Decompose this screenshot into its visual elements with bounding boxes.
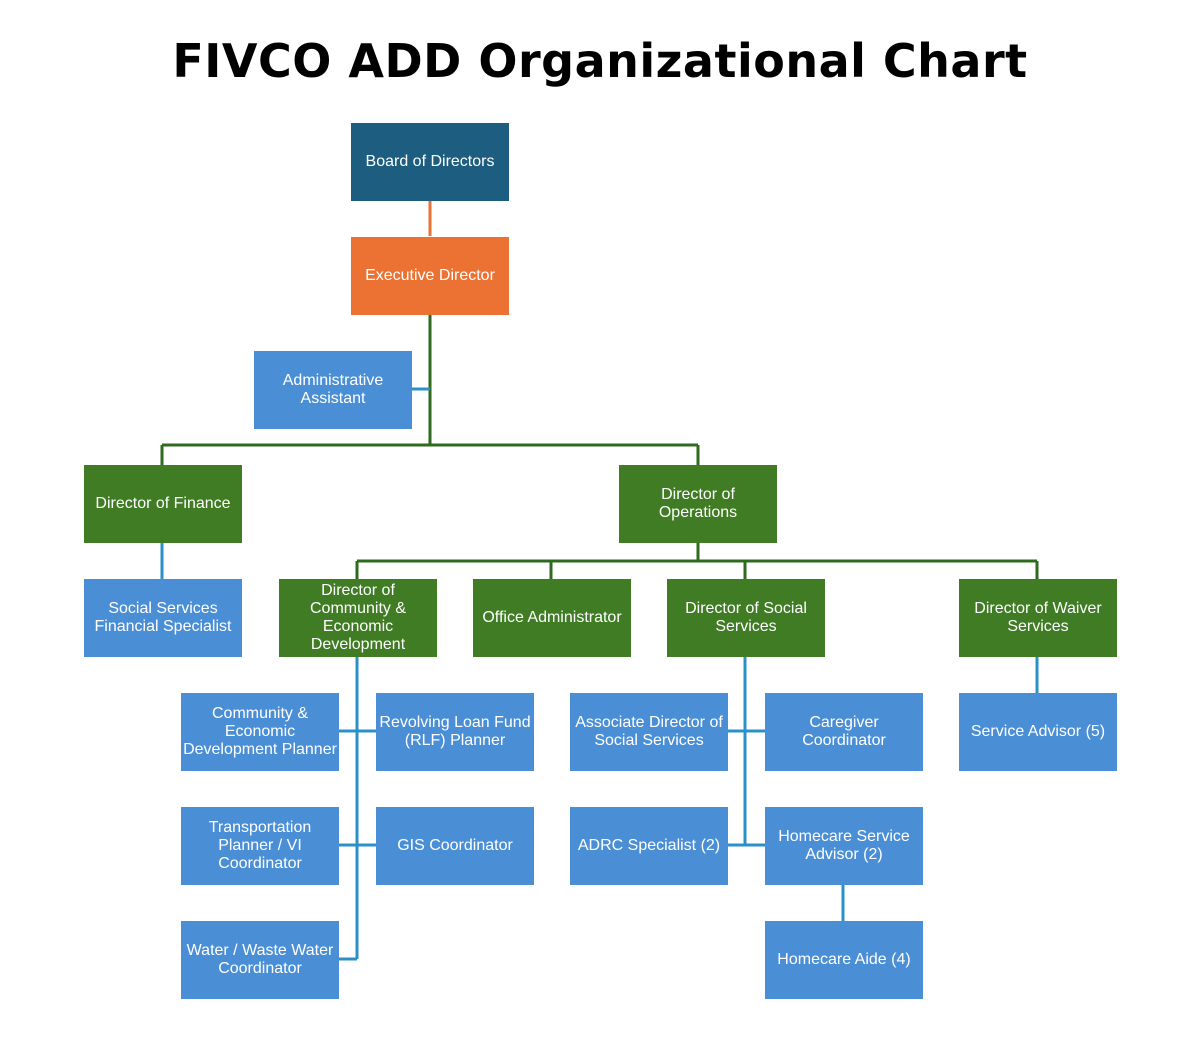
node-director-of-operations: Director of Operations [619,465,777,543]
node-administrative-assistant: Administrative Assistant [254,351,412,429]
node-water-waste-water-coordinator: Water / Waste Water Coordinator [181,921,339,999]
node-homecare-service-advisor: Homecare Service Advisor (2) [765,807,923,885]
node-associate-director-of-social-services: Associate Director of Social Services [570,693,728,771]
node-office-administrator: Office Administrator [473,579,631,657]
node-director-of-finance: Director of Finance [84,465,242,543]
node-executive-director: Executive Director [351,237,509,315]
node-service-advisor: Service Advisor (5) [959,693,1117,771]
chart-title: FIVCO ADD Organizational Chart [172,34,1028,88]
node-social-services-financial-specialist: Social Services Financial Specialist [84,579,242,657]
node-caregiver-coordinator: Caregiver Coordinator [765,693,923,771]
node-revolving-loan-fund-planner: Revolving Loan Fund (RLF) Planner [376,693,534,771]
node-community-economic-development-planner: Community & Economic Development Planner [181,693,339,771]
node-adrc-specialist: ADRC Specialist (2) [570,807,728,885]
node-director-of-waiver-services: Director of Waiver Services [959,579,1117,657]
node-homecare-aide: Homecare Aide (4) [765,921,923,999]
node-transportation-planner: Transportation Planner / VI Coordinator [181,807,339,885]
node-director-of-social-services: Director of Social Services [667,579,825,657]
node-director-of-community-economic-development: Director of Community & Economic Develop… [279,579,437,657]
node-board-of-directors: Board of Directors [351,123,509,201]
node-gis-coordinator: GIS Coordinator [376,807,534,885]
